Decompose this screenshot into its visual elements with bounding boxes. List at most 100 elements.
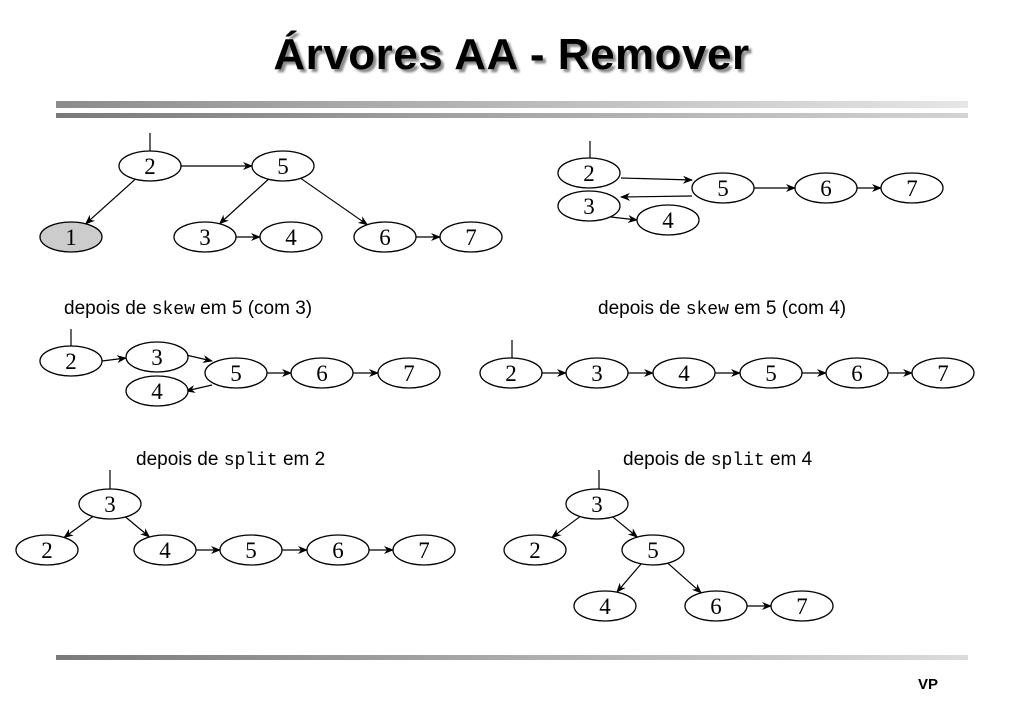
tree-node: 5 — [691, 172, 755, 204]
tree-node: 5 — [219, 534, 283, 566]
tree-node: 2 — [503, 534, 567, 566]
node-ellipse — [794, 172, 858, 204]
node-label: 2 — [65, 349, 77, 374]
node-label: 4 — [662, 208, 674, 233]
node-ellipse — [39, 221, 103, 253]
caption-skew-with-3: depois de skew em 5 (com 3) — [64, 298, 312, 320]
edge-arrow — [612, 516, 639, 538]
node-ellipse — [479, 357, 543, 389]
caption-text: em 5 (com 3) — [194, 298, 313, 319]
node-label: 3 — [104, 492, 116, 517]
title-rule-lower — [56, 113, 968, 118]
footer-rule — [56, 655, 968, 660]
edge-arrow — [616, 563, 642, 593]
node-ellipse — [306, 534, 370, 566]
node-ellipse — [78, 488, 142, 520]
node-ellipse — [565, 357, 629, 389]
node-label: 7 — [418, 538, 430, 563]
edge-arrow — [620, 192, 693, 201]
node-ellipse — [652, 357, 716, 389]
caption-text: depois de — [623, 449, 711, 470]
tree-node: 7 — [911, 357, 975, 389]
node-label: 5 — [647, 538, 659, 563]
node-label: 5 — [230, 361, 242, 386]
tree-diagram-5: 32 4 5 6 7 — [15, 488, 456, 566]
edge-arrow — [125, 516, 151, 538]
edge-arrow — [218, 178, 269, 225]
node-label: 6 — [710, 594, 722, 619]
node-ellipse — [173, 221, 237, 253]
tree-node: 6 — [306, 534, 370, 566]
tree-node: 7 — [377, 357, 441, 389]
edge-arrow — [300, 177, 369, 226]
node-ellipse — [259, 221, 323, 253]
node-ellipse — [118, 150, 182, 182]
caption-text: depois de — [136, 449, 224, 470]
tree-node: 6 — [353, 221, 417, 253]
edge-arrow — [63, 516, 94, 539]
node-ellipse — [290, 357, 354, 389]
node-label: 7 — [465, 225, 477, 250]
node-label: 2 — [529, 538, 541, 563]
node-label: 4 — [678, 361, 690, 386]
node-ellipse — [39, 345, 103, 377]
node-label: 6 — [332, 538, 344, 563]
caption-text: em 5 (com 4) — [728, 298, 847, 319]
tree-node-removed: 1 — [39, 221, 103, 253]
tree-node: 2 — [15, 534, 79, 566]
node-ellipse — [691, 172, 755, 204]
footer-initials: VP — [918, 676, 939, 693]
node-label: 6 — [316, 361, 328, 386]
node-ellipse — [377, 357, 441, 389]
caption-text: depois de — [64, 298, 152, 319]
node-ellipse — [557, 190, 621, 222]
tree-node: 7 — [770, 590, 834, 622]
caption-text: em 4 — [764, 449, 813, 470]
caption-code: split — [710, 451, 765, 471]
node-label: 4 — [159, 538, 171, 563]
tree-node: 4 — [133, 534, 197, 566]
tree-node: 6 — [794, 172, 858, 204]
node-label: 1 — [65, 225, 77, 250]
tree-node: 4 — [259, 221, 323, 253]
node-label: 4 — [151, 379, 163, 404]
tree-node: 2 — [118, 150, 182, 182]
tree-node: 4 — [636, 204, 700, 236]
node-ellipse — [573, 590, 637, 622]
node-ellipse — [770, 590, 834, 622]
node-ellipse — [503, 534, 567, 566]
tree-node: 6 — [825, 357, 889, 389]
tree-node: 6 — [290, 357, 354, 389]
node-ellipse — [133, 534, 197, 566]
tree-node: 3 — [557, 190, 621, 222]
tree-node: 2 — [479, 357, 543, 389]
node-ellipse — [557, 157, 621, 189]
tree-node: 3 — [78, 488, 142, 520]
tree-node: 2 — [557, 157, 621, 189]
node-ellipse — [825, 357, 889, 389]
edge-arrow — [620, 175, 693, 184]
tree-node: 5 — [251, 150, 315, 182]
node-label: 3 — [591, 361, 603, 386]
node-label: 3 — [151, 345, 163, 370]
tree-node: 7 — [880, 172, 944, 204]
edge-arrow — [185, 384, 213, 393]
caption-code: split — [223, 451, 278, 471]
node-label: 5 — [717, 176, 729, 201]
node-label: 5 — [245, 538, 257, 563]
caption-split-at-4: depois de split em 4 — [623, 449, 812, 471]
node-ellipse — [251, 150, 315, 182]
tree-node: 3 — [565, 488, 629, 520]
edge-arrow — [185, 354, 213, 363]
node-label: 2 — [505, 361, 517, 386]
page-title: Árvores AA - Remover — [273, 30, 750, 79]
node-label: 7 — [403, 361, 415, 386]
tree-node: 4 — [652, 357, 716, 389]
node-ellipse — [739, 357, 803, 389]
tree-node: 5 — [621, 534, 685, 566]
node-ellipse — [621, 534, 685, 566]
edge-arrow — [101, 355, 127, 364]
tree-diagram-3: 2 3 4 5 6 7 — [39, 341, 441, 407]
node-ellipse — [15, 534, 79, 566]
